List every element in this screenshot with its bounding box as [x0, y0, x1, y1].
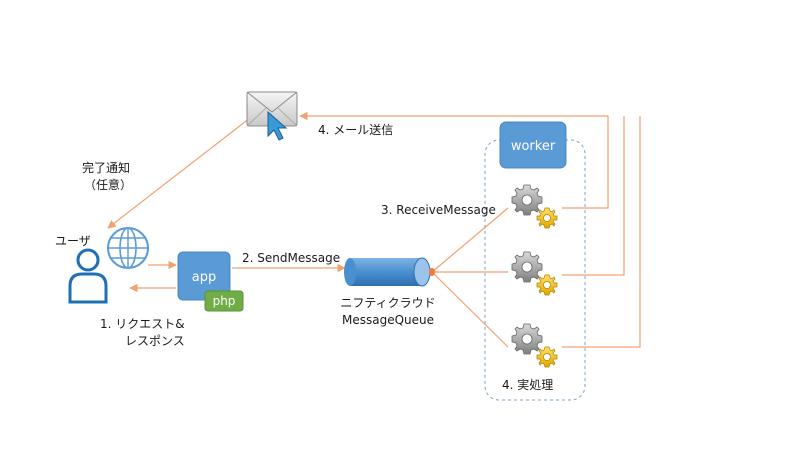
- mail-send-label: 4. メール送信: [318, 122, 393, 137]
- request-label-line1: 1. リクエスト&: [100, 317, 185, 331]
- gear-icon: [511, 323, 558, 368]
- notify-label-line2: （任意）: [84, 177, 132, 192]
- receive-message-label: 3. ReceiveMessage: [381, 203, 496, 217]
- cursor-icon: [267, 110, 288, 141]
- gear-icon: [511, 184, 558, 229]
- request-label-line2: レスポンス: [125, 334, 185, 348]
- gear-icon: [511, 251, 558, 296]
- receive-line-bottom: [431, 271, 509, 348]
- user-icon: [68, 248, 108, 304]
- user-label: ユーザ: [55, 234, 91, 248]
- worker3-mail-line: [562, 116, 641, 348]
- php-badge: [204, 290, 244, 312]
- php-label: php: [213, 294, 236, 308]
- queue-label-line2: MessageQueue: [342, 313, 434, 327]
- send-message-label: 2. SendMessage: [242, 251, 340, 265]
- receive-line-top: [431, 207, 509, 273]
- mail-envelope-icon: [246, 91, 298, 127]
- worker-label: worker: [511, 139, 556, 154]
- worker2-mail-line: [562, 116, 625, 276]
- app-node: app php: [177, 251, 244, 312]
- process-label: 4. 実処理: [502, 377, 553, 392]
- notify-label-line1: 完了通知: [82, 160, 130, 175]
- globe-icon: [107, 227, 149, 269]
- message-queue-icon: [344, 257, 435, 287]
- app-label: app: [192, 270, 216, 285]
- worker-node: worker: [499, 121, 567, 169]
- queue-label-line1: ニフティクラウド: [340, 296, 435, 310]
- notify-arrow: [107, 117, 251, 229]
- worker1-mail-line: [299, 111, 609, 209]
